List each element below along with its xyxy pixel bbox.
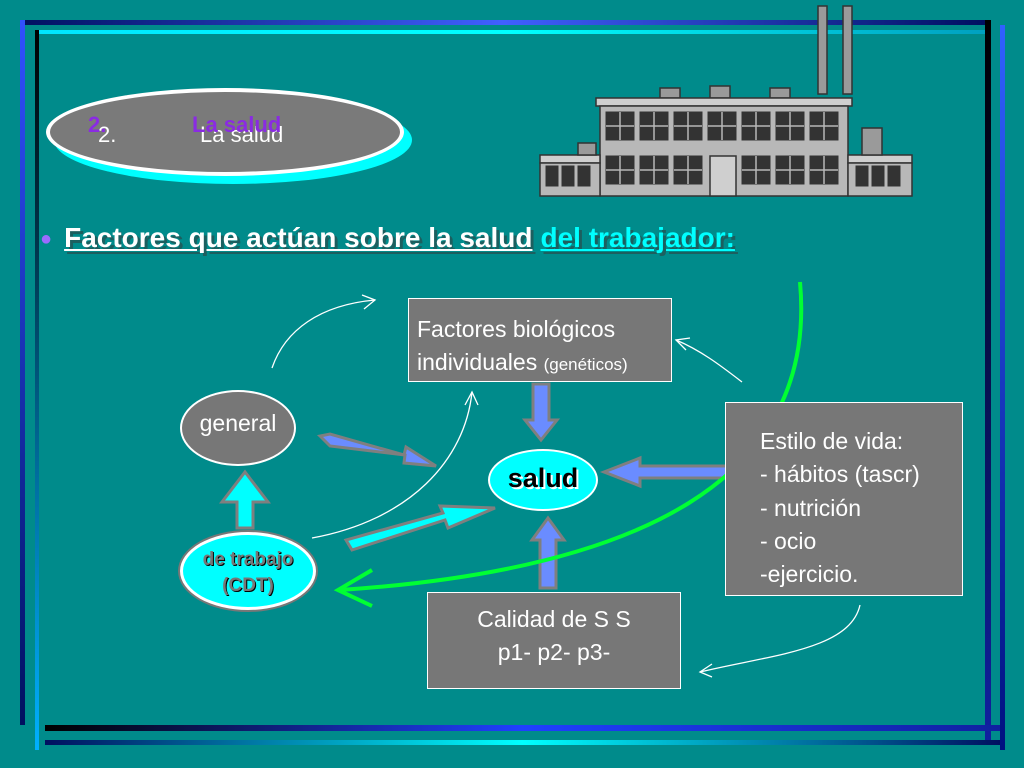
- title-number-shadow: 2.: [98, 122, 117, 147]
- bio-line2: individuales (genéticos): [417, 346, 671, 379]
- bio-note: (genéticos): [543, 355, 628, 375]
- oval-general: general: [180, 390, 296, 466]
- title-text-shadow: La salud: [200, 122, 284, 147]
- curve-cdt-to-top: [311, 391, 473, 539]
- green-arrow-head: [333, 568, 374, 608]
- oval-de-trabajo: de trabajo (CDT): [180, 532, 316, 610]
- arrow-bio-to-salud: [521, 382, 561, 443]
- arrow-cdt-to-general: [218, 469, 272, 530]
- arrow-estilo-to-salud: [599, 455, 730, 489]
- estilo-item: -ejercicio.: [760, 561, 859, 588]
- frame-right-bar-1: [985, 20, 991, 740]
- frame-bottom-bar-1: [45, 725, 1000, 731]
- box-calidad-ss: Calidad de S S p1- p2- p3-: [427, 592, 681, 689]
- oval-salud: salud: [488, 449, 598, 511]
- heading-part2: del trabajador:: [540, 222, 735, 253]
- frame-top-bar-2: [35, 30, 985, 34]
- frame-right-bar-2: [1000, 25, 1005, 750]
- arrow-cdt-to-salud: [343, 504, 496, 552]
- trabajo-line2: (CDT): [222, 575, 274, 596]
- line-estilo-to-bio: [675, 339, 743, 383]
- bio-line1: Factores biológicos: [417, 316, 616, 342]
- heading-part1: Factores que actúan sobre la salud: [64, 222, 533, 253]
- salud-label: salud: [507, 463, 579, 493]
- box-estilo-de-vida: Estilo de vida: - hábitos (tascr) - nutr…: [725, 402, 963, 596]
- estilo-item: - ocio: [760, 528, 817, 555]
- frame-bottom-bar-2: [45, 740, 1000, 745]
- frame-left-bar-1: [20, 20, 25, 725]
- title-number: 2.: [88, 112, 107, 137]
- bullet-icon: ●: [40, 228, 53, 251]
- trabajo-line1: de trabajo: [202, 549, 294, 570]
- arrow-calidad-to-salud: [529, 515, 567, 590]
- title-oval: 2. La salud 2. La salud: [46, 88, 404, 176]
- frame-top-bar-1: [20, 20, 985, 25]
- estilo-item: - nutrición: [760, 494, 861, 521]
- bio-line2-main: individuales: [417, 349, 538, 376]
- calidad-line1: Calidad de S S: [477, 606, 631, 632]
- general-label: general: [199, 410, 277, 436]
- calidad-line2: p1- p2- p3-: [497, 639, 611, 666]
- arrow-general-to-salud: [316, 432, 437, 468]
- title-text: La salud: [192, 112, 282, 137]
- box-factores-biologicos: Factores biológicos individuales (genéti…: [408, 298, 672, 382]
- frame-left-bar-2: [35, 30, 39, 750]
- estilo-title: Estilo de vida:: [760, 428, 904, 454]
- estilo-item: - hábitos (tascr): [760, 461, 920, 488]
- curve-general-to-top: [271, 299, 376, 369]
- curve-estilo-to-calidad: [699, 604, 861, 673]
